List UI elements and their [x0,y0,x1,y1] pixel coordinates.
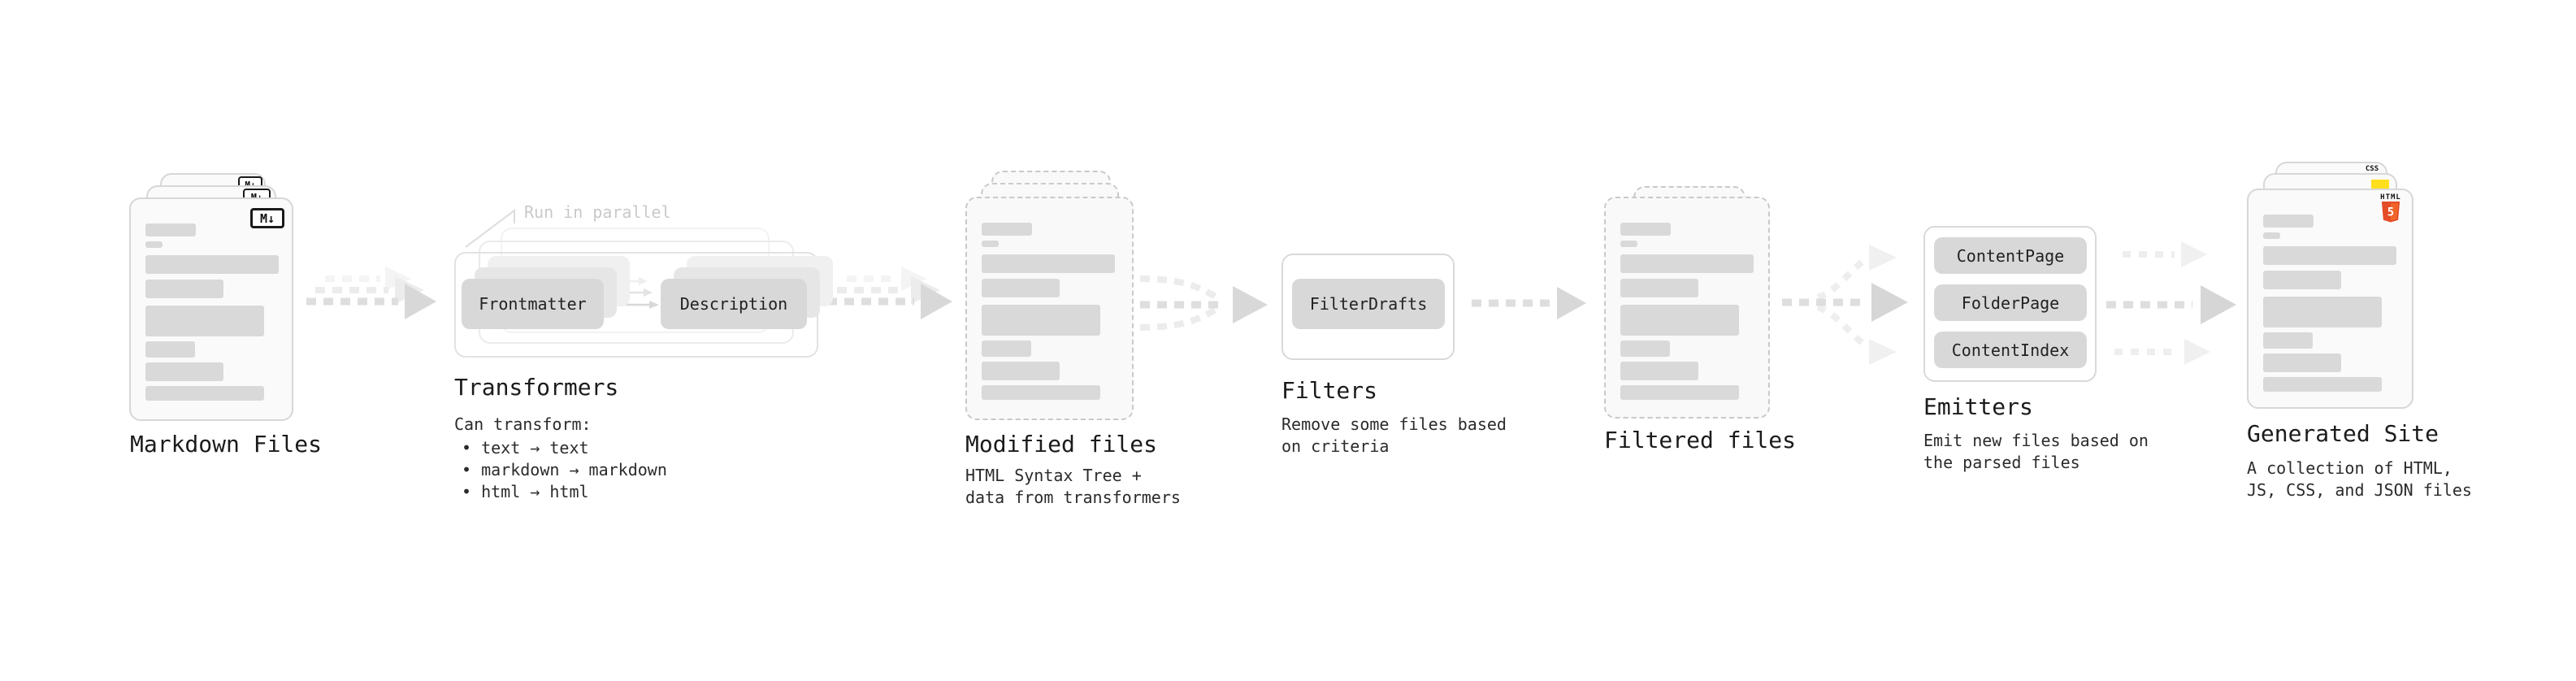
placeholder-text-bar [982,241,999,247]
filters-title: Filters [1281,377,1378,404]
arrow-markdown-to-transformers [306,267,436,319]
modified-files-title: Modified files [965,431,1158,458]
placeholder-text-bar [2263,215,2314,228]
placeholder-text-bar [982,385,1100,400]
filters-desc: Remove some files based on criteria [1281,414,1507,456]
placeholder-text-bar [1620,279,1698,297]
folderpage-plugin-button: FolderPage [1934,284,2087,321]
modified-file-card [965,197,1134,420]
svg-text:5: 5 [2387,206,2394,219]
css-icon-label: CSS [2365,165,2379,173]
filtered-file-card [1604,197,1770,419]
contentpage-plugin-button: ContentPage [1934,237,2087,274]
emitters-desc: Emit new files based on the parsed files [1923,431,2149,472]
placeholder-text-bar [982,305,1100,336]
modified-files-desc: HTML Syntax Tree + data from transformer… [965,466,1181,507]
placeholder-text-bar [982,340,1031,357]
markdown-file-card: M↓ [129,197,293,421]
filterdrafts-plugin-button: FilterDrafts [1292,279,1445,329]
placeholder-text-bar [2263,271,2341,289]
arrow-transformers-to-modified [827,267,952,319]
placeholder-text-bar [2263,232,2280,239]
placeholder-text-bar [2263,377,2382,392]
html5-icon: HTML 5 [2380,194,2401,223]
placeholder-text-bar [1620,340,1670,357]
placeholder-text-bar [1620,254,1754,273]
placeholder-text-bar [145,241,163,248]
placeholder-text-bar [2263,354,2341,372]
placeholder-text-bar [145,341,195,358]
placeholder-text-bar [2263,297,2382,327]
js-file-icon [2371,180,2389,189]
placeholder-text-bar [1620,385,1739,400]
transform-bullet: • markdown → markdown [462,460,667,479]
transform-bullet: • html → html [462,482,589,501]
generated-site-desc: A collection of HTML, JS, CSS, and JSON … [2247,458,2472,500]
placeholder-text-bar [1620,305,1739,336]
generated-site-title: Generated Site [2247,420,2439,447]
frontmatter-plugin-button: Frontmatter [462,279,604,329]
transformers-title: Transformers [454,374,619,401]
placeholder-text-bar [982,279,1060,297]
html5-icon-label: HTML [2380,193,2401,202]
description-plugin-button: Description [661,279,807,329]
placeholder-text-bar [1620,362,1698,380]
placeholder-text-bar [1620,241,1637,247]
placeholder-text-bar [145,362,223,381]
emitters-title: Emitters [1923,393,2033,420]
placeholder-text-bar [145,280,223,298]
run-in-parallel-note: Run in parallel [524,202,671,222]
placeholder-text-bar [982,254,1115,273]
arrow-modified-to-filters-converge [1139,275,1268,331]
arrow-emitters-to-generated [2106,241,2236,365]
placeholder-text-bar [145,255,279,274]
filtered-files-title: Filtered files [1604,427,1797,453]
html5-shield: 5 [2381,202,2400,223]
arrow-filters-to-filtered [1472,287,1586,319]
markdown-badge: M↓ [250,208,284,228]
placeholder-text-bar [1620,223,1671,236]
arrow-filtered-to-emitters-diverge [1782,245,1908,365]
transform-bullet: • text → text [462,438,589,458]
placeholder-text-bar [982,362,1060,380]
placeholder-text-bar [982,223,1032,236]
placeholder-text-bar [145,306,264,336]
transformers-desc-heading: Can transform: [454,414,592,434]
placeholder-text-bar [145,386,264,401]
generated-file-card: HTML 5 [2247,189,2413,409]
placeholder-text-bar [145,223,196,236]
placeholder-text-bar [2263,332,2313,349]
placeholder-text-bar [2263,246,2396,265]
contentindex-plugin-button: ContentIndex [1934,332,2087,368]
transformers-bullet-list: • text → text • markdown → markdown • ht… [454,437,667,503]
markdown-files-title: Markdown Files [130,431,323,458]
